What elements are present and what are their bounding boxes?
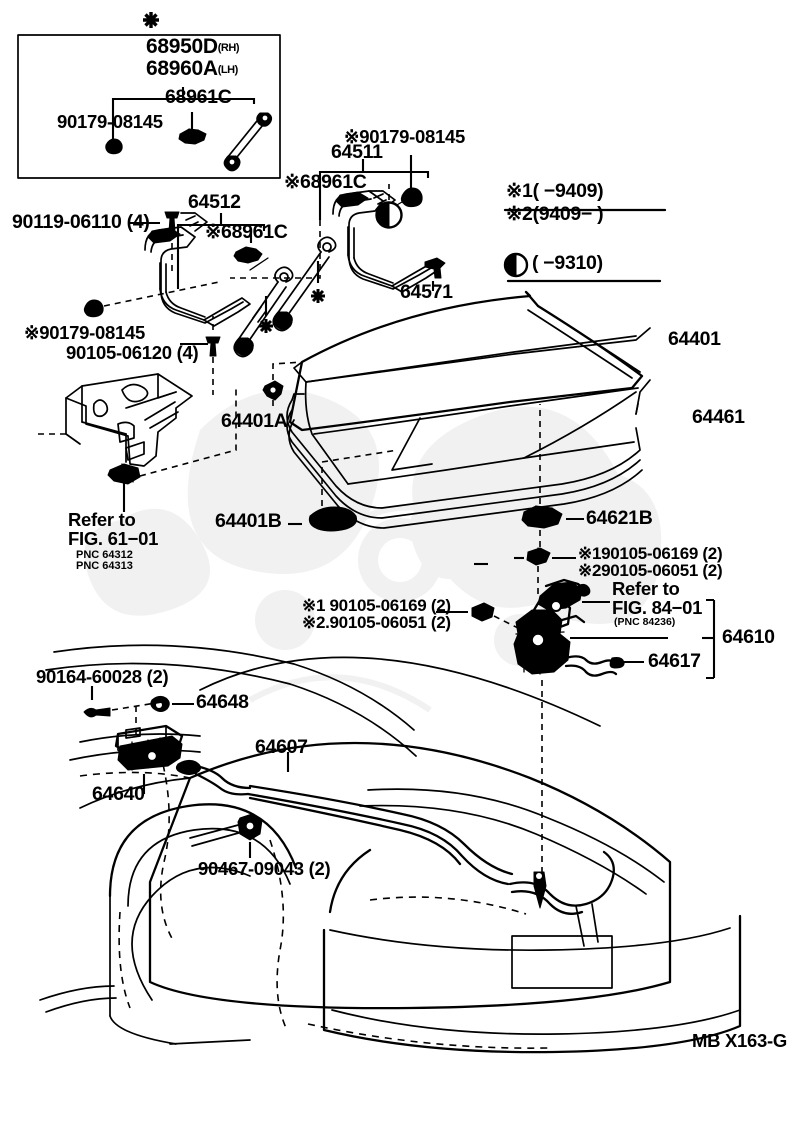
half-circle-on-hinge <box>375 201 403 229</box>
label-cable-64617: 64617 <box>648 650 701 672</box>
inset-box <box>17 12 281 179</box>
screw-90164 <box>83 707 111 718</box>
bolt-glyph-90105-06120 <box>205 336 221 357</box>
label-grommet-90179-left: ※90179-08145 <box>24 322 145 343</box>
legend-note-3: ( −9310) <box>532 252 603 274</box>
label-lid-64401: 64401 <box>668 328 721 350</box>
inset-part-lh: 68960A(LH) <box>146 57 238 80</box>
grommet-glyph-inset <box>105 138 123 155</box>
refer-fig84-line2: FIG. 84−01 <box>612 597 703 618</box>
refer-fig61-line1: Refer to <box>68 509 136 530</box>
striker-64621b <box>521 505 563 529</box>
legend-note-1: ※1( −9409) <box>506 180 604 202</box>
stay-star-marker-2 <box>259 319 273 333</box>
gas-stay-glyph-inset <box>223 112 273 172</box>
clip-glyph-left-stay <box>233 246 263 264</box>
torsion-bar-glyph <box>424 257 446 279</box>
bolt-64621-lower <box>526 547 551 566</box>
hinge-right-assembly <box>230 155 446 293</box>
stay-star-marker-1 <box>311 289 325 303</box>
clip-glyph-inset <box>178 128 207 145</box>
legend-rules <box>503 208 667 283</box>
label-bolt-90105-06120: 90105-06120 (4) <box>66 342 199 363</box>
trunk-lid-assembly <box>286 290 651 529</box>
car-body <box>39 644 742 1054</box>
label-clip-68961c-left: ※68961C <box>205 221 288 243</box>
label-hinge-64512: 64512 <box>188 191 241 213</box>
label-striker-64621b: 64621B <box>586 507 653 529</box>
hinge-left-assembly <box>83 211 337 395</box>
cushion-64401b <box>308 506 357 532</box>
label-clip-64401a: 64401A <box>221 410 288 432</box>
label-clip-68961c-mid: ※68961C <box>284 171 367 193</box>
label-bolt-note2: ※2.90105-06051 (2) <box>302 613 451 632</box>
refer-fig61-line2: FIG. 61−01 <box>68 528 159 549</box>
label-nut-64648: 64648 <box>196 691 249 713</box>
gas-stay-right <box>272 236 337 332</box>
hinge-arm-left <box>144 212 251 327</box>
sheet-code: MB X163-G <box>692 1030 787 1051</box>
cable-64607 <box>175 759 514 886</box>
label-weatherstrip-64461: 64461 <box>692 406 745 428</box>
label-lock-64610: 64610 <box>722 626 775 648</box>
refer-fig84-pnc: (PNC 84236) <box>614 616 676 628</box>
background-watermark <box>84 390 662 713</box>
refer-fig84-line1: Refer to <box>612 578 680 599</box>
clamp-90467 <box>237 813 263 841</box>
inset-star <box>143 12 159 28</box>
bolt-lock-upper <box>471 602 495 622</box>
refer-fig61-pnc1: PNC 64312 <box>76 549 133 561</box>
handle-64640 <box>114 724 184 771</box>
release-handle-assembly <box>83 686 615 915</box>
lock-body-64610 <box>513 609 586 675</box>
label-bolt-note1-upper: ※190105-06169 (2) <box>578 544 723 563</box>
half-circle-symbol <box>503 252 529 278</box>
refer-fig61-pnc2: PNC 64313 <box>76 560 133 572</box>
label-bolt-90119: 90119-06110 (4) <box>12 211 150 233</box>
label-bolt-note1: ※1 90105-06169 (2) <box>302 596 451 615</box>
lock-cable-64617 <box>564 655 625 677</box>
grommet-glyph-right <box>400 187 423 208</box>
label-cushion-64401b: 64401B <box>215 510 282 532</box>
label-torsion-64571: 64571 <box>400 281 453 303</box>
label-bolt-note2-upper: ※290105-06051 (2) <box>578 561 723 580</box>
label-grommet-90179-top: ※90179-08145 <box>344 126 465 147</box>
cable-lower-end <box>508 850 615 915</box>
note-leaders-mid <box>436 556 524 614</box>
clip-64401a <box>262 380 284 401</box>
label-clamp-90467: 90467-09043 (2) <box>198 858 331 879</box>
nut-64648 <box>150 695 170 712</box>
label-hinge-64511: 64511 <box>331 141 383 163</box>
inset-part-rh: 68950D(RH) <box>146 35 239 58</box>
inset-clip-label: 68961C <box>165 86 232 108</box>
legend-note-2: ※2(9409− ) <box>506 203 604 225</box>
grommet-glyph-left <box>83 299 104 318</box>
inset-grommet-label: 90179-08145 <box>57 111 163 132</box>
label-cable-64607: 64607 <box>255 736 308 758</box>
label-handle-64640: 64640 <box>92 783 145 805</box>
fig61-bracket-glyph <box>36 373 237 512</box>
lid-small-parts <box>262 361 584 596</box>
label-screw-90164: 90164-60028 (2) <box>36 666 169 687</box>
